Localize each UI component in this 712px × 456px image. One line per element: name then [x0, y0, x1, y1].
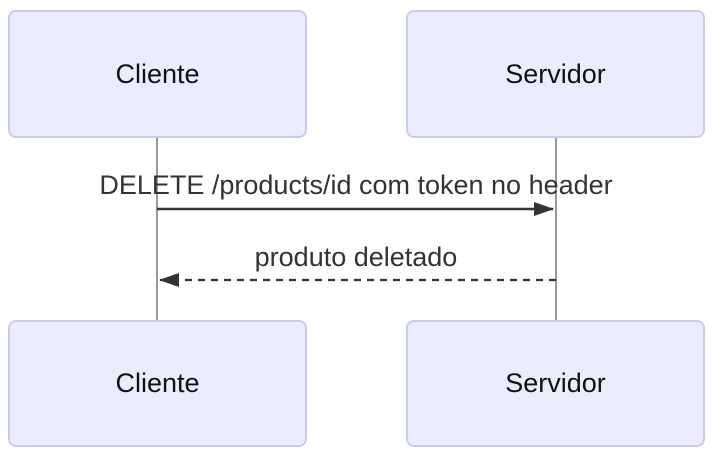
actor-box-servidor-top: Servidor [406, 10, 705, 138]
actor-label-cliente-bottom: Cliente [115, 368, 200, 398]
message-label-response: produto deletado [254, 242, 458, 272]
actor-label-servidor-bottom: Servidor [505, 368, 606, 398]
actor-box-servidor-bottom: Servidor [406, 320, 705, 447]
message-label-request: DELETE /products/id com token no header [99, 170, 613, 200]
actor-label-cliente-top: Cliente [115, 58, 200, 89]
actor-box-cliente-bottom: Cliente [8, 320, 307, 447]
lifeline-cliente [156, 138, 158, 320]
lifeline-servidor [555, 138, 557, 320]
actor-label-servidor-top: Servidor [505, 58, 606, 89]
actor-box-cliente-top: Cliente [8, 10, 307, 138]
